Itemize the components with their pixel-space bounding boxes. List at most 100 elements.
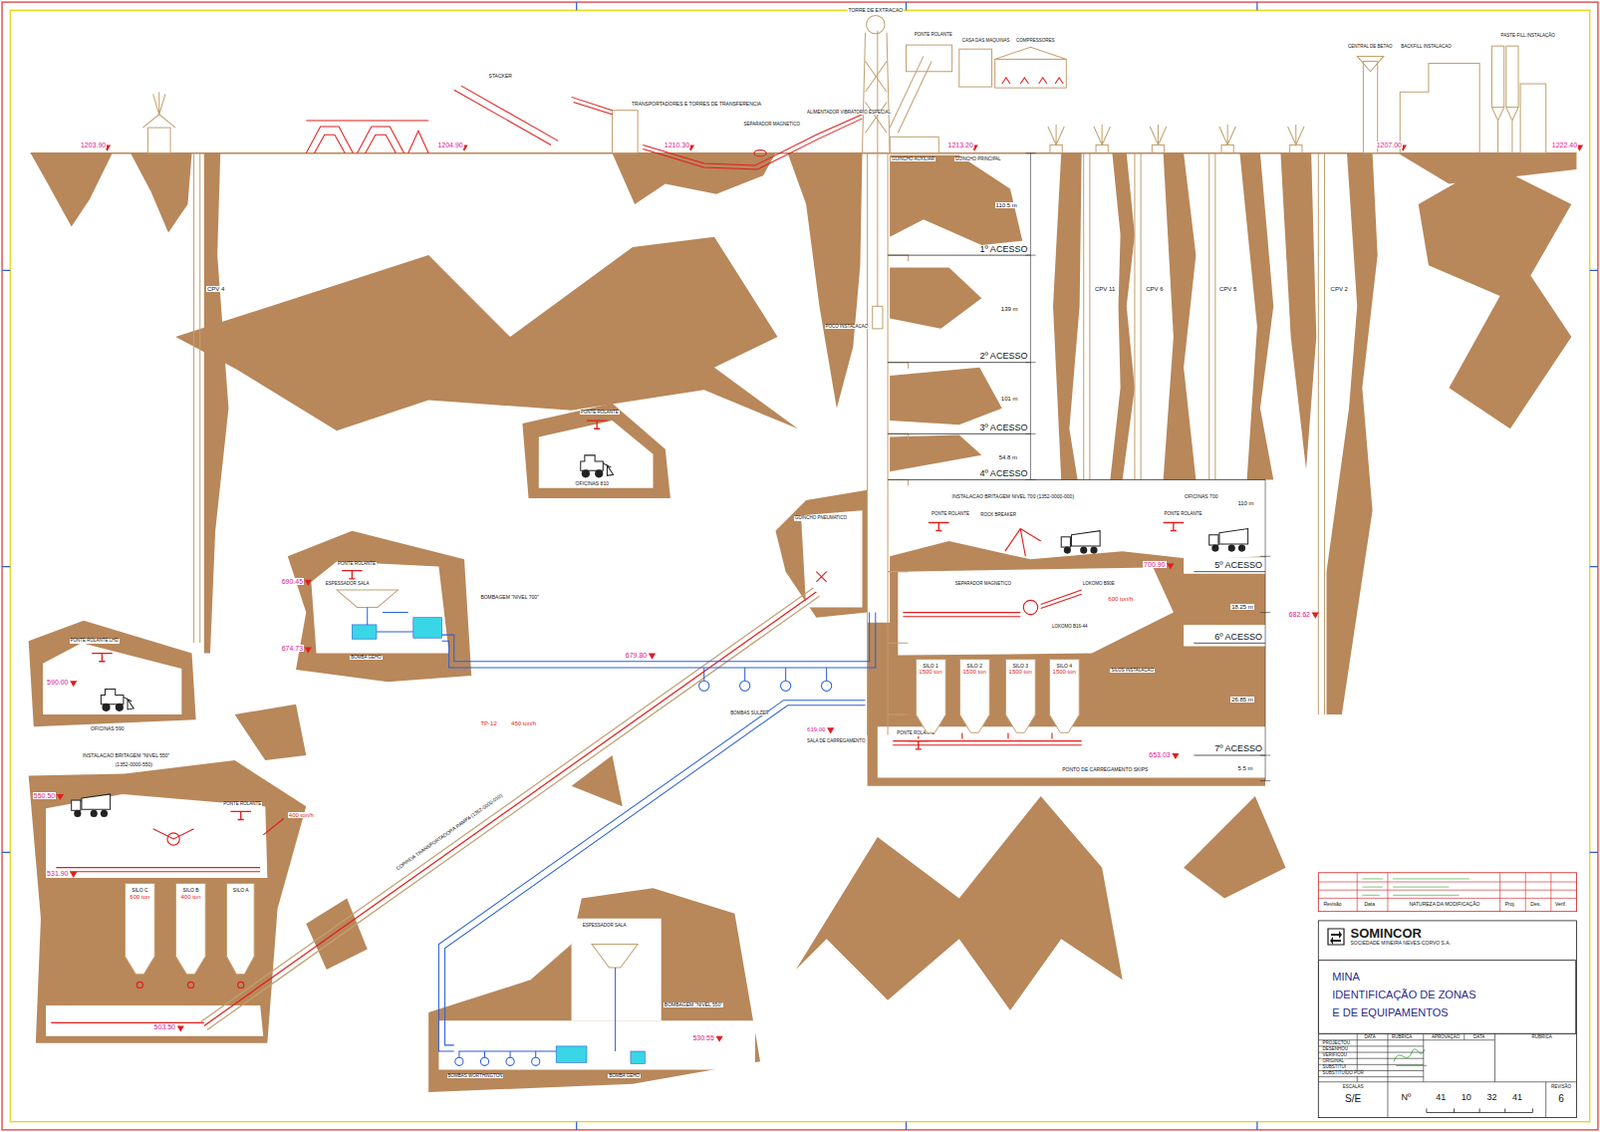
elevation-mark: 653.03 bbox=[1147, 751, 1171, 759]
surface-installations bbox=[1356, 55, 1384, 71]
surface-installations bbox=[866, 14, 885, 33]
silo-shape: SILO 31500 ton bbox=[1005, 658, 1037, 734]
equipment-label: ROCK BREAKER bbox=[979, 513, 1018, 519]
elevation-mark: 674.73 bbox=[280, 644, 304, 652]
logo-ground bbox=[1325, 922, 1509, 957]
title-block-cell: 41 bbox=[1434, 1092, 1447, 1102]
shaft-label: CPV 5 bbox=[1218, 285, 1238, 292]
elevation-mark: 1213.20 bbox=[947, 141, 975, 149]
equipment-label: POCO INSTALACAO bbox=[824, 324, 870, 330]
title-block-cell: RUBRICA bbox=[1390, 1035, 1413, 1041]
silo-outline bbox=[227, 883, 256, 975]
equipment-label: CASA DAS MAQUINAS bbox=[961, 38, 1012, 44]
pumping-installation bbox=[336, 589, 398, 607]
title-block-cell: Proj. bbox=[1504, 901, 1517, 907]
shaft-label: CPV 11 bbox=[1093, 285, 1116, 292]
equipment-label: OFICINAS 590 bbox=[89, 726, 125, 732]
dimension-label: 26.85 m bbox=[1230, 696, 1255, 703]
pumping-installation bbox=[821, 680, 832, 691]
silo-shape: SILO 21500 ton bbox=[959, 658, 991, 734]
surface-installations bbox=[1506, 45, 1519, 107]
mining-vehicle bbox=[580, 455, 614, 479]
equipment-label: BACKFILL INSTALACAO bbox=[1399, 44, 1453, 50]
surface-installations bbox=[1491, 45, 1504, 107]
node-text: SOCIEDADE MINEIRA NEVES-CORVO S.A. bbox=[1350, 940, 1452, 947]
stockpile-and-conveyor bbox=[305, 77, 1064, 170]
title-block-cell: NATUREZA DA MODIFICAÇÃO bbox=[1407, 901, 1481, 907]
shaft-lines bbox=[194, 153, 201, 644]
equipment-label: BOMBAGEM "NIVEL 700" bbox=[479, 594, 539, 600]
rock-mass bbox=[175, 237, 799, 432]
surface-installations bbox=[889, 136, 939, 153]
equipment-label: LOKOMO B90E bbox=[1081, 581, 1116, 587]
ventilation-fan bbox=[1048, 124, 1305, 154]
logo-mark bbox=[1328, 928, 1344, 945]
equipment-label: COMPRESSORES bbox=[1015, 38, 1057, 44]
rock-mass bbox=[889, 155, 1023, 246]
overhead-crane bbox=[230, 810, 251, 819]
elevation-marker bbox=[1312, 612, 1320, 619]
rock-mass bbox=[889, 266, 982, 328]
ventilation-fan bbox=[1288, 124, 1305, 154]
pumping-installation bbox=[699, 680, 710, 691]
level-label: 3º ACESSO bbox=[979, 423, 1030, 433]
elevation-marker bbox=[177, 1025, 185, 1032]
stockpile-and-conveyor bbox=[305, 126, 353, 154]
title-block-cell: 32 bbox=[1485, 1092, 1498, 1102]
pumping-installation bbox=[506, 1057, 515, 1066]
elevation-mark: 619.00 bbox=[805, 726, 826, 733]
stockpile-and-conveyor bbox=[571, 96, 613, 114]
equipment-label: LOKOMO B16-44 bbox=[1051, 624, 1089, 630]
title-block-cell: ORIGINAL bbox=[1321, 1059, 1345, 1065]
rock-mass bbox=[571, 755, 623, 806]
shaft-lines bbox=[872, 305, 883, 329]
capacity-label: 600 ton/h bbox=[1106, 595, 1134, 602]
equipment-label: OFICINAS 810 bbox=[574, 481, 610, 487]
ground-surface bbox=[30, 152, 1578, 155]
node-text: 1500 ton bbox=[1009, 668, 1033, 676]
equipment-label: INSTALACAO BRITAGEM "NIVEL 550" bbox=[81, 753, 171, 759]
rock-mass bbox=[522, 403, 671, 499]
water-pipe bbox=[438, 700, 865, 1052]
underground-opening bbox=[897, 567, 1174, 656]
equipment-label: PONTE ROLANTE bbox=[336, 561, 377, 567]
rock-mass bbox=[796, 796, 1123, 1011]
title-block-cell: 6 bbox=[1557, 1093, 1566, 1104]
elevation-marker bbox=[69, 871, 77, 878]
pumping-installation bbox=[480, 1057, 489, 1066]
title-block-cell: Revisão bbox=[1322, 901, 1342, 907]
underground-opening bbox=[45, 1005, 264, 1037]
elevation-mark: 1207.00 bbox=[1375, 141, 1403, 149]
silo-outline bbox=[1049, 658, 1079, 733]
elevation-marker bbox=[56, 794, 64, 800]
ventilation-fan bbox=[1048, 124, 1065, 154]
title-block-cell: DESENHOU bbox=[1321, 1047, 1349, 1053]
equipment bbox=[1041, 589, 1082, 608]
equipment bbox=[238, 981, 245, 988]
silo-shape: SILO 41500 ton bbox=[1049, 658, 1080, 734]
elevation-marker bbox=[1171, 753, 1179, 760]
water-pipe bbox=[459, 1051, 556, 1058]
capacity-label: TP-12 bbox=[479, 720, 498, 727]
surface-installations bbox=[861, 32, 890, 154]
overhead-crane bbox=[341, 570, 362, 579]
overhead-crane bbox=[928, 522, 949, 531]
elevation-mark: 1222.40 bbox=[1551, 141, 1579, 149]
ventilation-fan bbox=[1093, 124, 1110, 154]
silo-shape: SILO A bbox=[226, 882, 256, 975]
elevation-mark: 1204.90 bbox=[436, 141, 464, 149]
equipment-label: PONTE ROLANTE bbox=[930, 512, 971, 518]
water-pipe bbox=[445, 705, 866, 1046]
shaft-lines bbox=[1083, 153, 1090, 481]
equipment-label: BOMBAS SULZER bbox=[729, 711, 770, 717]
surface-installations bbox=[1520, 83, 1547, 154]
surface-installations bbox=[1399, 63, 1480, 154]
level-label: 5º ACESSO bbox=[1213, 560, 1264, 570]
equipment-label: ALIMENTADOR VIBRATORIO ESPECIAL bbox=[805, 110, 892, 116]
title-block-cell: Data bbox=[1362, 901, 1376, 907]
silo-shape: SILO C600 ton bbox=[124, 882, 156, 975]
dimension-label: 5.5 m bbox=[1236, 765, 1254, 772]
pumping-installation bbox=[781, 680, 792, 691]
